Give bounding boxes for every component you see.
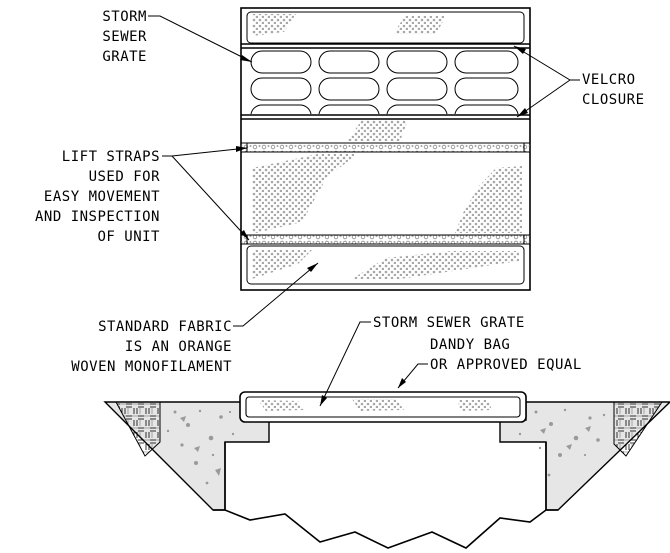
- label-line: OF UNIT: [97, 229, 160, 245]
- fabric-shading: [347, 120, 408, 141]
- concrete-aggregate: [166, 408, 606, 485]
- leader-arrowhead: [236, 146, 247, 152]
- lift-strap: [240, 142, 531, 153]
- grate-slot: [386, 104, 448, 115]
- leader-line: [397, 363, 428, 389]
- bottom-fabric-panel: [246, 245, 525, 285]
- grate-slot: [386, 77, 448, 101]
- leader-arrowhead: [240, 230, 249, 240]
- grate-slot: [318, 104, 380, 115]
- leader-arrowhead: [514, 46, 526, 54]
- section-view: [103, 391, 670, 549]
- label-line: WOVEN MONOFILAMENT: [71, 359, 232, 375]
- leader-line: [162, 147, 248, 157]
- label-line: STORM: [102, 9, 147, 25]
- label-line: IS AN ORANGE: [125, 339, 232, 355]
- leader-arrowhead: [517, 108, 528, 117]
- label-line: GRATE: [102, 49, 147, 65]
- grate-slot: [318, 50, 380, 74]
- label-standard-fabric: STANDARD FABRIC IS AN ORANGE WOVEN MONOF…: [71, 262, 319, 375]
- label-line: CLOSURE: [582, 92, 645, 108]
- label-lift-straps: LIFT STRAPS USED FOR EASY MOVEMENT AND I…: [35, 146, 250, 245]
- leader-line: [148, 15, 253, 63]
- break-line: [213, 509, 558, 549]
- label-storm-sewer-grate: STORM SEWER GRATE: [102, 9, 253, 65]
- fabric-shading: [352, 399, 404, 411]
- label-section-storm-sewer-grate: STORM SEWER GRATE: [319, 315, 525, 407]
- grate-slot: [454, 77, 519, 101]
- label-line: VELCRO: [582, 72, 636, 88]
- label-text: STORM SEWER GRATE: [373, 315, 525, 331]
- label-line: USED FOR: [89, 169, 161, 185]
- label-line: DANDY BAG: [430, 337, 510, 353]
- soil-left: [115, 401, 161, 457]
- grate-slot: [250, 50, 312, 74]
- label-velcro-closure: VELCRO CLOSURE: [513, 45, 645, 118]
- leader-line: [233, 262, 319, 327]
- soil-right: [613, 401, 663, 457]
- label-line: OR APPROVED EQUAL: [430, 357, 582, 373]
- grate-slot: [250, 77, 312, 101]
- leader-arrowhead: [398, 378, 406, 388]
- fabric-shading: [252, 250, 312, 279]
- storm-sewer-grate: [250, 50, 519, 115]
- lift-strap: [240, 234, 531, 245]
- label-line: SEWER: [102, 29, 147, 45]
- label-line: STANDARD FABRIC: [98, 319, 232, 335]
- leader-arrowhead: [307, 263, 318, 272]
- leader-line: [319, 321, 371, 407]
- top-fabric-panel: [246, 11, 525, 44]
- fabric-shading: [252, 154, 358, 234]
- grate-slot: [454, 104, 519, 115]
- grate-slot: [454, 50, 519, 74]
- label-dandy-bag: DANDY BAG OR APPROVED EQUAL: [397, 337, 582, 389]
- grate-slot: [250, 104, 312, 115]
- label-line: EASY MOVEMENT: [44, 189, 160, 205]
- label-line: AND INSPECTION: [35, 209, 160, 225]
- leader-arrowhead: [240, 55, 252, 62]
- plan-view: [240, 7, 531, 291]
- leader-line: [171, 155, 250, 241]
- fabric-shading: [352, 251, 519, 279]
- fabric-shading: [393, 16, 446, 34]
- fabric-shading: [252, 14, 296, 36]
- grate-slot: [386, 50, 448, 74]
- fabric-shading: [258, 400, 304, 411]
- label-line: LIFT STRAPS: [62, 149, 160, 165]
- grate-slot: [318, 77, 380, 101]
- fabric-shading: [458, 400, 492, 411]
- fabric-shading: [455, 166, 522, 233]
- leader-arrowhead: [320, 395, 327, 406]
